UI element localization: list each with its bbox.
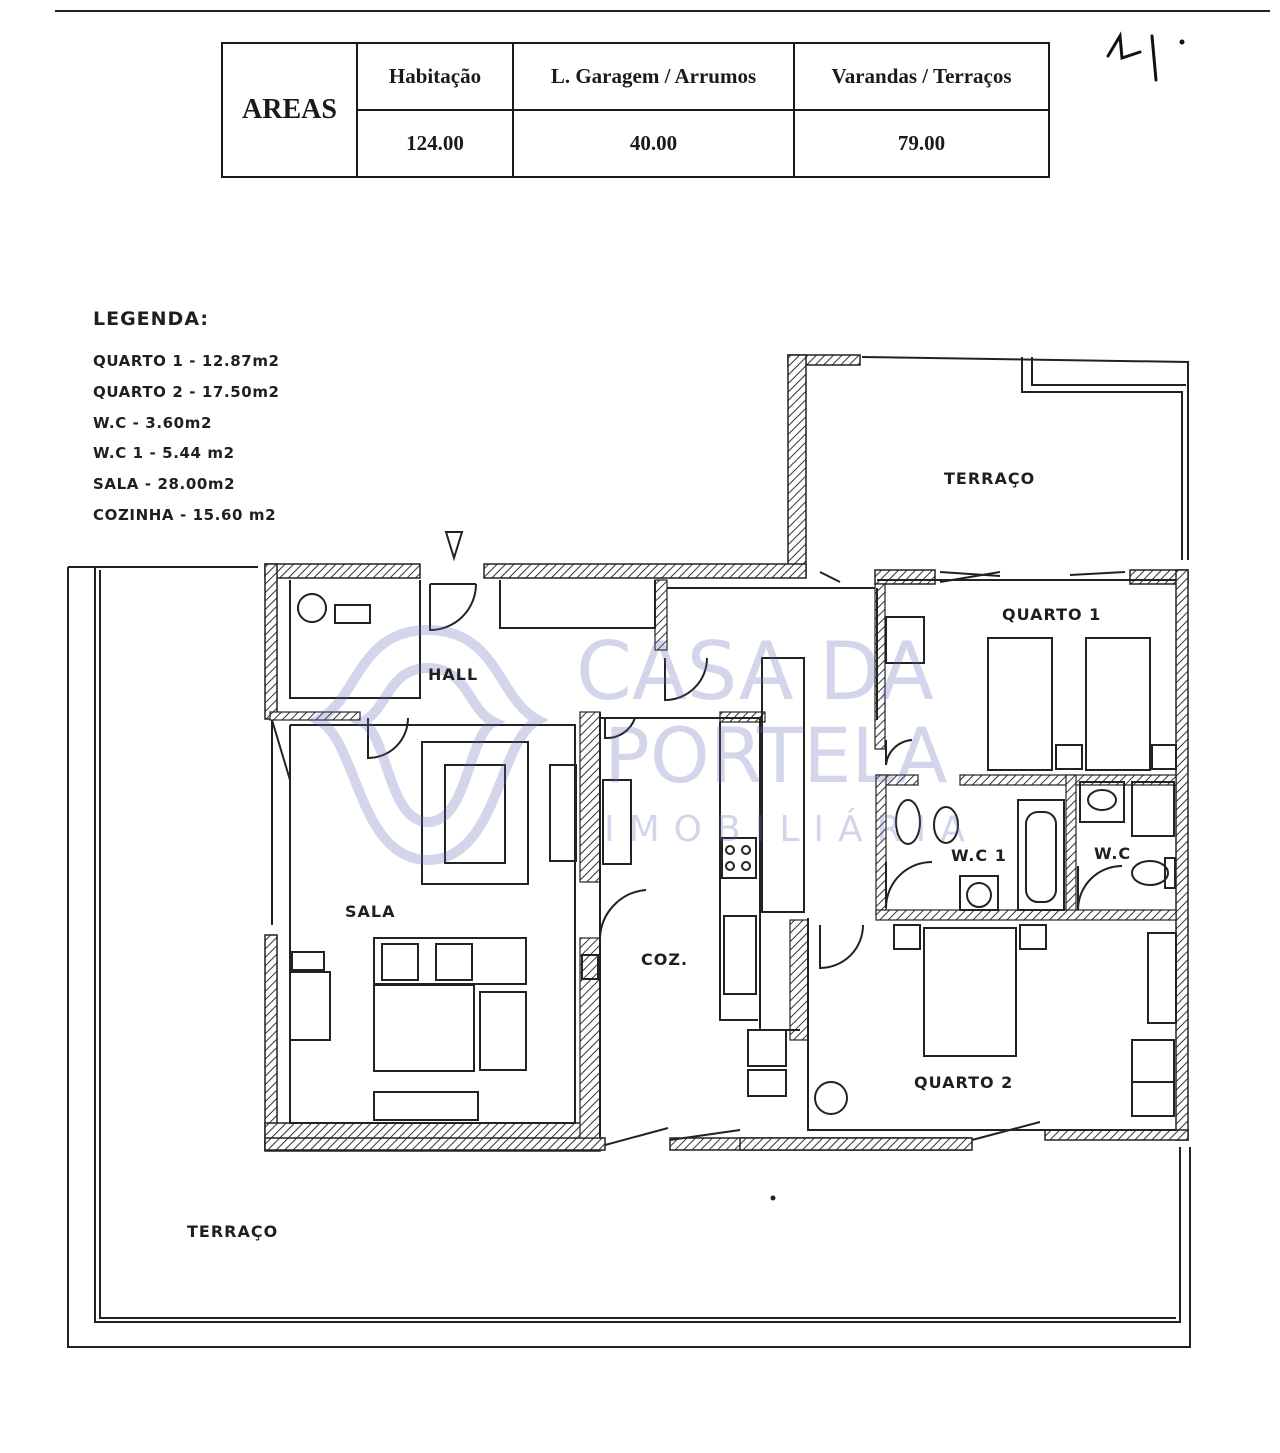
room-label-coz: COZ. xyxy=(641,950,689,969)
room-label-terraco-top: TERRAÇO xyxy=(944,469,1036,488)
watermark-logo-icon xyxy=(306,624,550,866)
terrace-bottom-outline xyxy=(67,566,1191,1348)
terrace-top-outline xyxy=(861,356,1189,560)
handwritten-page-number xyxy=(1106,31,1185,82)
room-label-wc-1: W.C 1 xyxy=(951,846,1007,865)
value-garagem: 40.00 xyxy=(512,109,795,178)
legend-item: W.C - 3.60m2 xyxy=(93,413,212,432)
watermark-line3: IMOBILIÁRIA xyxy=(604,809,979,850)
room-label-quarto-2: QUARTO 2 xyxy=(914,1073,1014,1092)
legend-item: COZINHA - 15.60 m2 xyxy=(93,505,277,524)
legend-item: SALA - 28.00m2 xyxy=(93,475,236,494)
room-label-hall: HALL xyxy=(428,665,479,684)
watermark-line2: PORTELA xyxy=(604,711,948,800)
value-varandas: 79.00 xyxy=(793,109,1050,178)
legend-item: QUARTO 1 - 12.87m2 xyxy=(93,352,280,370)
room-label-sala: SALA xyxy=(345,902,396,921)
room-label-quarto-1: QUARTO 1 xyxy=(1002,605,1102,624)
header-varandas: Varandas / Terraços xyxy=(793,42,1050,111)
room-label-terraco-bottom: TERRAÇO xyxy=(187,1222,279,1241)
value-habitacao: 124.00 xyxy=(356,109,514,178)
legend-title: LEGENDA: xyxy=(93,308,209,330)
areas-title: AREAS xyxy=(221,42,358,178)
entrance-arrow-icon xyxy=(444,531,464,562)
legend: LEGENDA: QUARTO 1 - 12.87m2 QUARTO 2 - 1… xyxy=(93,308,280,531)
stray-dot xyxy=(770,1195,776,1201)
legend-item: QUARTO 2 - 17.50m2 xyxy=(93,382,280,401)
furniture xyxy=(289,593,1177,1121)
header-habitacao: Habitação xyxy=(356,42,514,111)
header-garagem: L. Garagem / Arrumos xyxy=(512,42,795,111)
interior-walls xyxy=(269,579,1177,1139)
top-rule xyxy=(55,10,1270,12)
room-label-wc: W.C xyxy=(1094,844,1132,863)
legend-item: W.C 1 - 5.44 m2 xyxy=(93,444,235,463)
watermark-line1: CASA DA xyxy=(576,625,934,718)
door-swings xyxy=(271,571,1126,1146)
areas-table: AREAS Habitação L. Garagem / Arrumos Var… xyxy=(221,42,1050,178)
